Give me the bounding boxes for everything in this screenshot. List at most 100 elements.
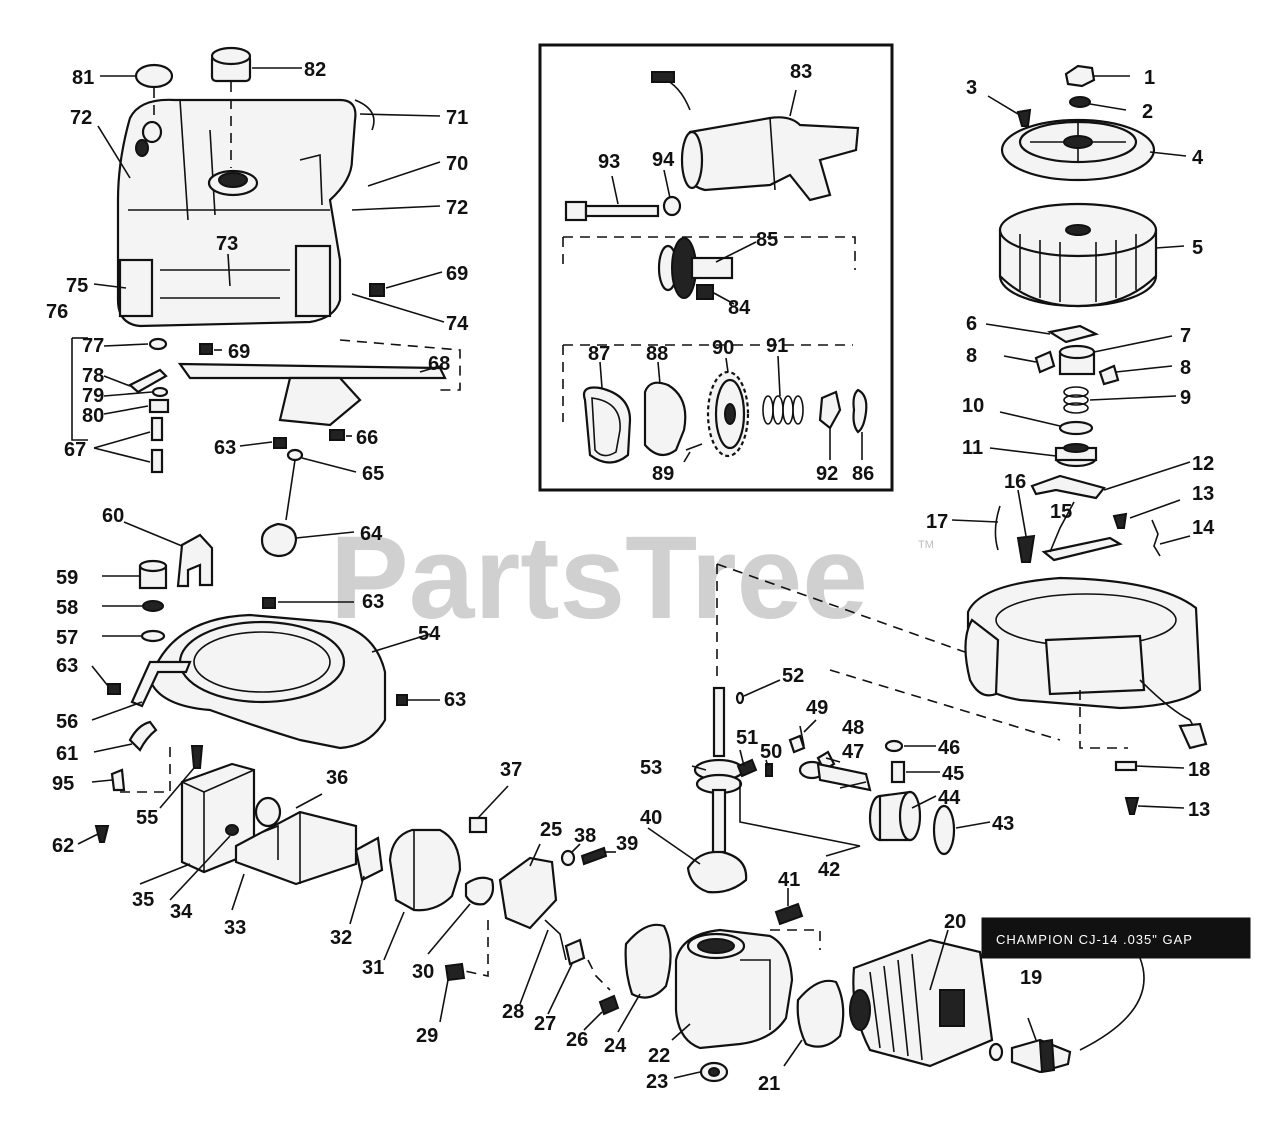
label-22: 22 — [648, 1045, 670, 1067]
bolt-93 — [564, 200, 660, 222]
label-24: 24 — [604, 1035, 627, 1057]
label-15: 15 — [1050, 501, 1072, 523]
label-36: 36 — [326, 767, 348, 789]
label-89: 89 — [652, 463, 674, 485]
washer-94 — [662, 195, 682, 217]
washer-19 — [988, 1042, 1004, 1062]
label-77: 77 — [82, 335, 104, 357]
label-90: 90 — [712, 337, 734, 359]
spring-14 — [1151, 519, 1161, 557]
pawl-8a — [1034, 350, 1056, 374]
screw-51 — [736, 758, 758, 778]
gasket-30 — [464, 876, 495, 906]
label-52: 52 — [782, 665, 804, 687]
retainer-46 — [884, 739, 904, 753]
cylinder-20 — [849, 938, 994, 1068]
clip-18 — [1114, 760, 1138, 772]
label-8a: 8 — [966, 345, 977, 367]
label-67: 67 — [64, 439, 86, 461]
bushing-80 — [148, 398, 170, 414]
label-33: 33 — [224, 917, 246, 939]
label-41: 41 — [778, 869, 800, 891]
label-28: 28 — [502, 1001, 524, 1023]
control-bracket-60 — [176, 533, 214, 588]
label-73: 73 — [216, 233, 238, 255]
gasket-40 — [686, 850, 748, 894]
label-8b: 8 — [1180, 357, 1191, 379]
screw-13a — [1112, 512, 1128, 529]
label-69a: 69 — [446, 263, 468, 285]
label-66: 66 — [356, 427, 378, 449]
part-labels: 1 2 3 4 5 6 7 8 8 9 10 11 12 13 14 15 16… — [46, 59, 1215, 1095]
label-40: 40 — [640, 807, 662, 829]
label-4: 4 — [1192, 147, 1204, 169]
hub-7 — [1058, 344, 1096, 376]
label-39: 39 — [616, 833, 638, 855]
spark-plug-19 — [1010, 1038, 1072, 1074]
label-55: 55 — [136, 807, 158, 829]
label-82: 82 — [304, 59, 326, 81]
washer-2 — [1069, 96, 1091, 108]
label-18: 18 — [1188, 759, 1210, 781]
label-65: 65 — [362, 463, 384, 485]
label-64: 64 — [360, 523, 383, 545]
connecting-rod-47 — [798, 760, 872, 792]
screw-34 — [225, 824, 239, 836]
label-35: 35 — [132, 889, 154, 911]
label-61: 61 — [56, 743, 78, 765]
lever-78 — [128, 368, 168, 394]
washer-79 — [151, 386, 169, 398]
label-13b: 13 — [1188, 799, 1210, 821]
label-23: 23 — [646, 1071, 668, 1093]
label-81: 81 — [72, 67, 94, 89]
nut-84 — [696, 284, 714, 300]
label-47: 47 — [842, 741, 864, 763]
nut-23 — [699, 1061, 729, 1083]
nut-63d — [396, 694, 408, 706]
tube-61 — [128, 720, 158, 752]
label-56: 56 — [56, 711, 78, 733]
label-93: 93 — [598, 151, 620, 173]
label-92: 92 — [816, 463, 838, 485]
washer-57 — [140, 629, 166, 643]
label-62: 62 — [52, 835, 74, 857]
spark-plug-label-tag: CHAMPION CJ-14 .035" GAP — [981, 917, 1251, 959]
label-10: 10 — [962, 395, 984, 417]
label-79: 79 — [82, 385, 104, 407]
key-52 — [735, 691, 745, 705]
label-38: 38 — [574, 825, 596, 847]
label-25: 25 — [540, 819, 562, 841]
label-31: 31 — [362, 957, 384, 979]
label-14: 14 — [1192, 517, 1215, 539]
label-26: 26 — [566, 1029, 588, 1051]
pin-89 — [685, 443, 703, 451]
label-71: 71 — [446, 107, 468, 129]
gasket-24 — [624, 923, 672, 999]
label-57: 57 — [56, 627, 78, 649]
crankcase-22 — [674, 928, 794, 1050]
flywheel-5 — [998, 202, 1158, 308]
label-91: 91 — [766, 335, 788, 357]
label-43: 43 — [992, 813, 1014, 835]
label-46: 46 — [938, 737, 960, 759]
nut-63c — [107, 683, 121, 695]
retainer-6 — [1047, 324, 1100, 344]
fuel-cap-82 — [210, 46, 252, 83]
spacer-67b — [150, 448, 164, 474]
washer-10 — [1058, 420, 1094, 436]
label-51: 51 — [736, 727, 758, 749]
screw-66 — [329, 429, 345, 441]
screw-69b — [199, 343, 213, 355]
watermark: PartsTree — [330, 512, 868, 644]
label-48: 48 — [842, 717, 864, 739]
pin-45 — [890, 760, 906, 784]
piston-44 — [868, 790, 922, 842]
spring-91 — [762, 395, 804, 425]
screw-13b — [1124, 797, 1140, 815]
bracket-68 — [177, 362, 447, 427]
washer-38 — [560, 849, 576, 867]
screw-41 — [774, 902, 804, 926]
label-27: 27 — [534, 1013, 556, 1035]
spring-9 — [1063, 386, 1089, 414]
gasket-32 — [354, 836, 384, 882]
